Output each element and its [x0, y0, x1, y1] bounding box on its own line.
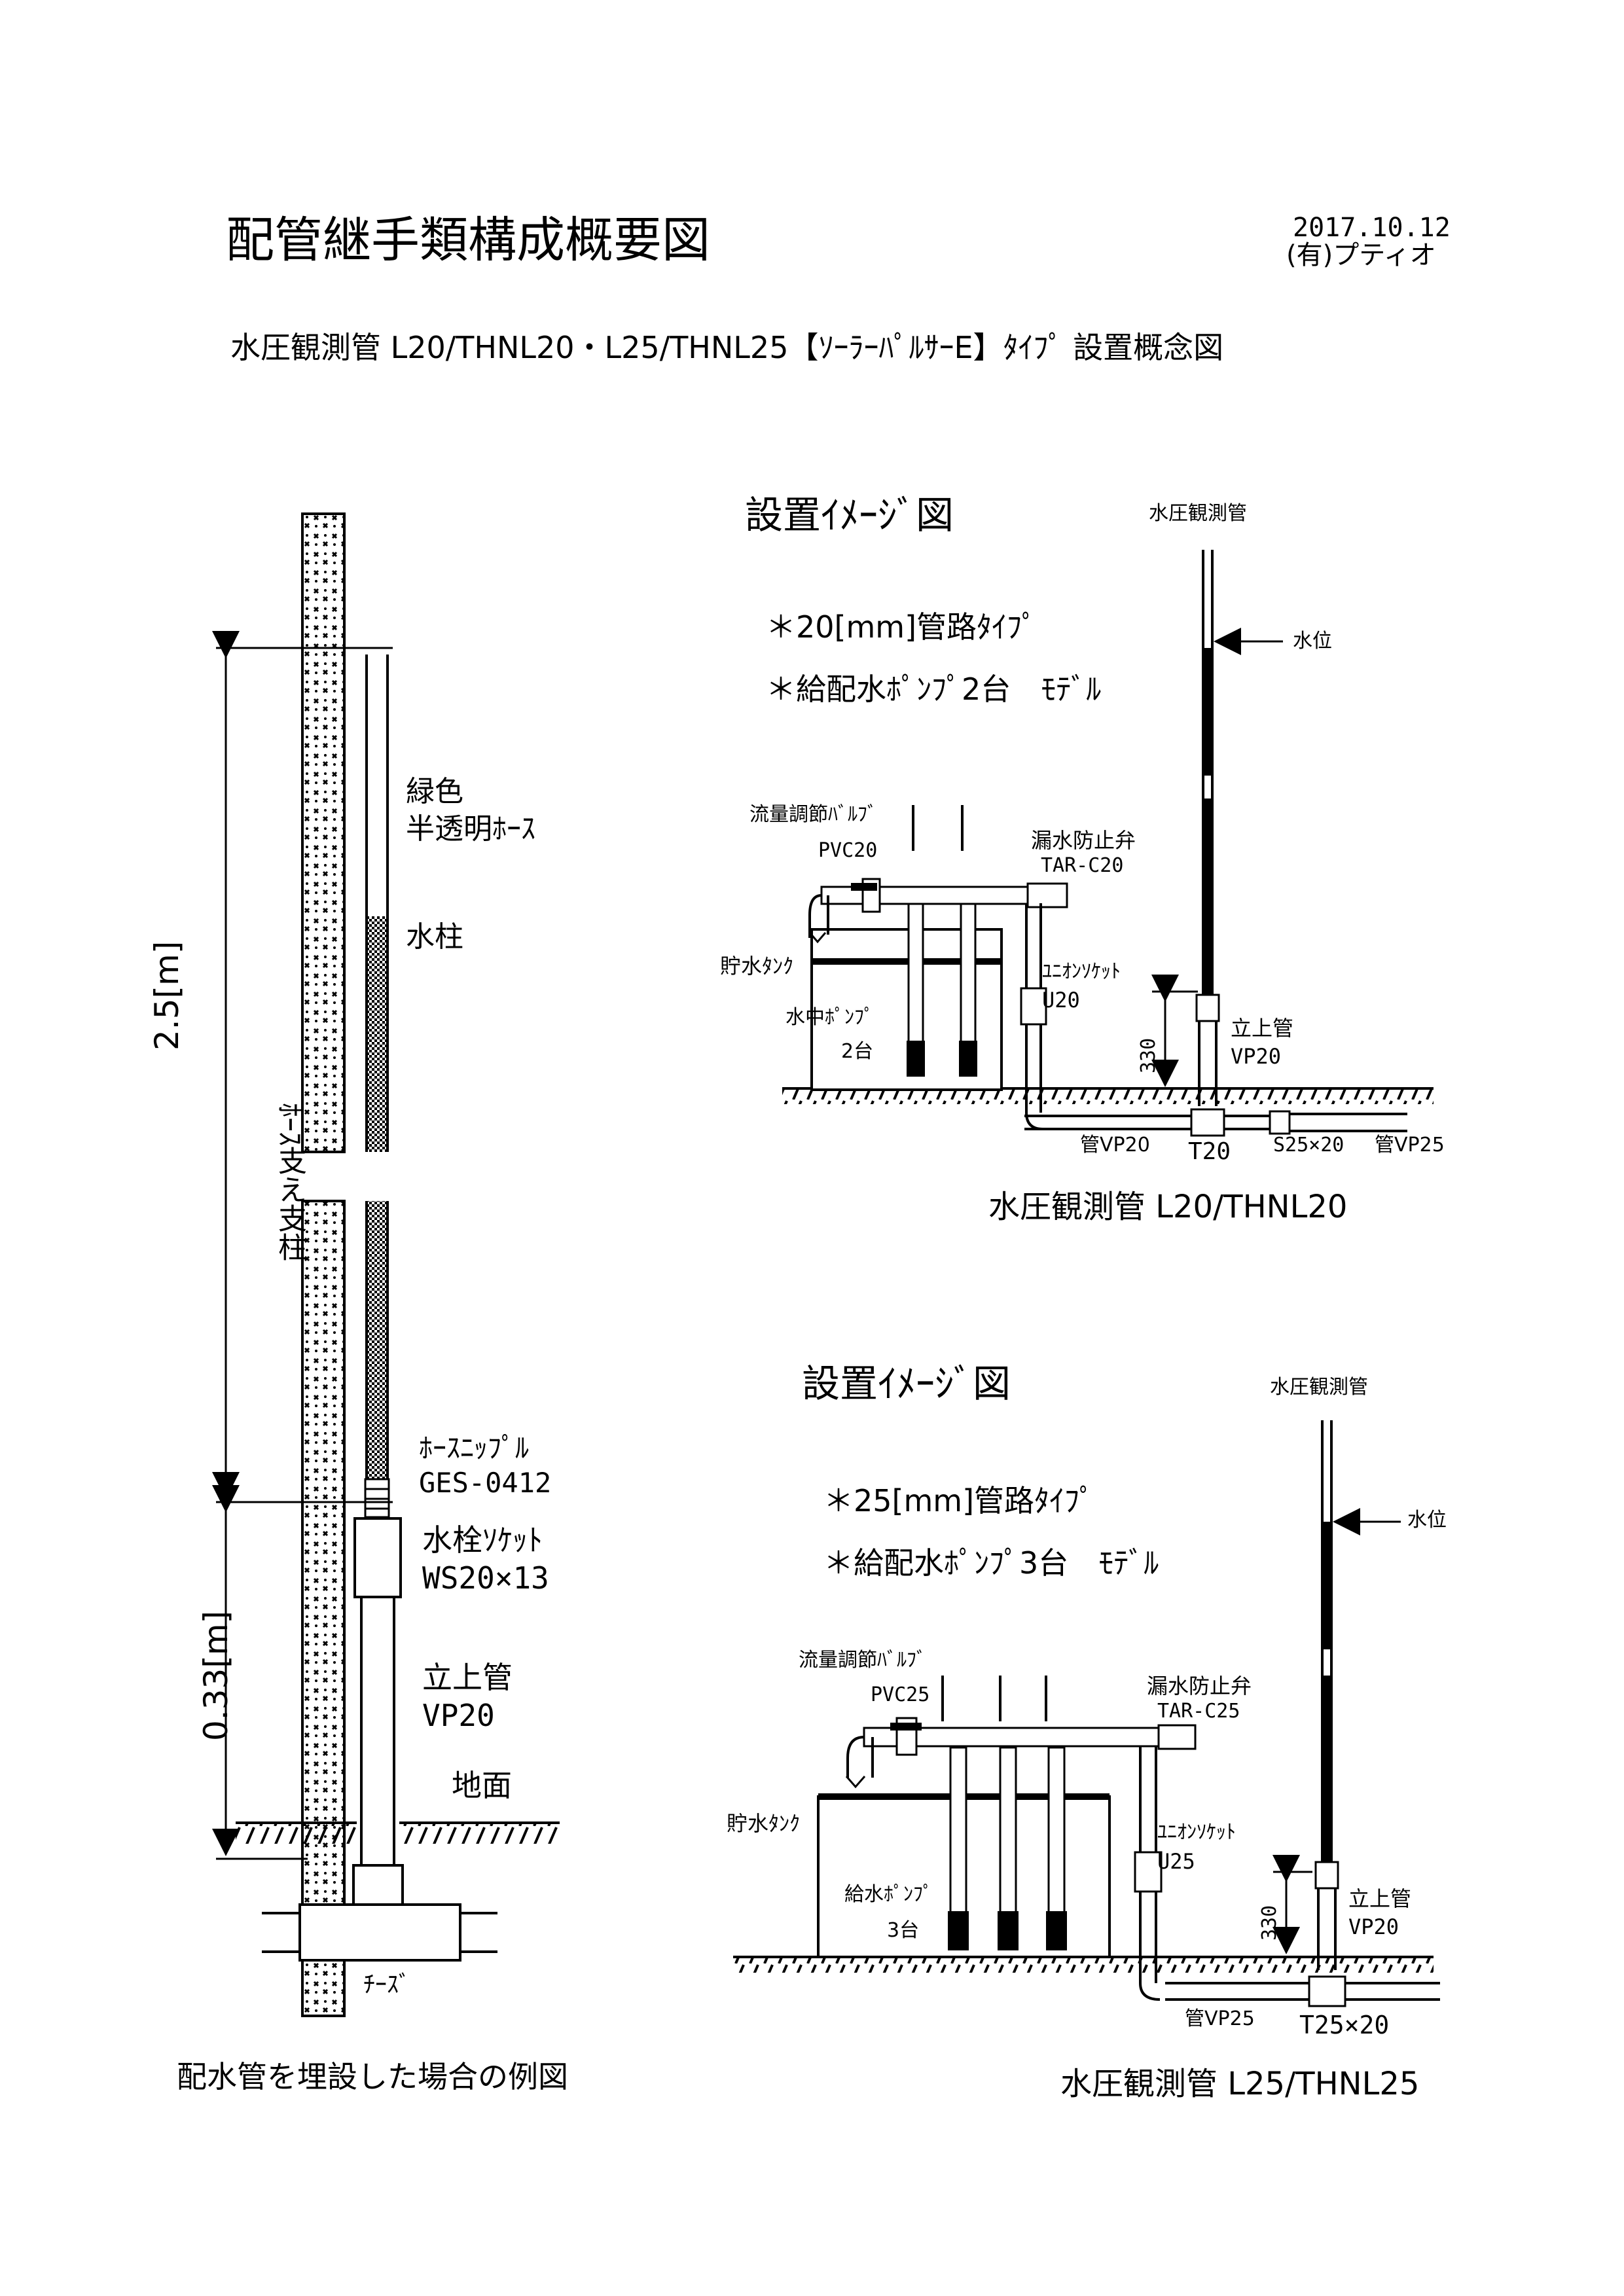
nipple-label-1: ﾎｰｽﾆｯﾌﾟﾙ [419, 1432, 530, 1464]
d25-leak-valve-1: 漏水防止弁 [1147, 1674, 1252, 1698]
d20-note-1: ＊20[mm]管路ﾀｲﾌﾟ [766, 609, 1038, 645]
d20-pump-2: 2台 [841, 1040, 874, 1063]
d25-pvc: PVC25 [871, 1683, 930, 1706]
observe-pipe-water [1203, 798, 1212, 1005]
support-pole-lower [301, 1200, 346, 2017]
pump [999, 1746, 1017, 1926]
d25-flow-valve: 流量調節ﾊﾞﾙﾌﾞ [799, 1649, 926, 1672]
left-diagram [212, 512, 560, 2017]
diagram-25 [733, 1420, 1440, 2007]
pump [960, 901, 977, 1054]
d20-observe-pipe: 水圧観測管 [1149, 502, 1247, 525]
socket-label-2: WS20×13 [422, 1560, 549, 1596]
water-column-fill [368, 916, 386, 1152]
union-socket [1134, 1851, 1163, 1893]
tee-label: ﾁｰｽﾞ [363, 1971, 410, 1998]
ground-label: 地面 [452, 1768, 512, 1803]
d20-riser-2: VP20 [1231, 1044, 1282, 1069]
page-subtitle: 水圧観測管 L20/THNL20・L25/THNL25【ｿｰﾗｰﾊﾟﾙｻｰE】ﾀ… [230, 330, 1224, 365]
page-title: 配管継手類構成概要図 [226, 212, 710, 268]
d25-note-2: ＊給配水ﾎﾟﾝﾌﾟ3台 ﾓﾃﾞﾙ [823, 1545, 1159, 1581]
d20-heading: 設置ｲﾒｰｼﾞ図 [745, 493, 954, 537]
socket-label-1: 水栓ｿｹｯﾄ [422, 1522, 543, 1558]
observe-pipe-water [1203, 648, 1212, 776]
d25-observe-pipe: 水圧観測管 [1270, 1376, 1368, 1399]
d25-water-level: 水位 [1407, 1509, 1447, 1532]
hose-label-2: 半透明ﾎｰｽ [406, 812, 535, 846]
d20-leak-valve-1: 漏水防止弁 [1031, 828, 1136, 853]
pump [949, 1746, 967, 1926]
d20-union-2: U20 [1042, 988, 1080, 1013]
d25-riser-1: 立上管 [1348, 1886, 1412, 1911]
d20-tank: 貯水ﾀﾝｸ [720, 954, 794, 978]
d25-pump-1: 給水ﾎﾟﾝﾌﾟ [844, 1883, 933, 1906]
company: (有)プティオ [1286, 240, 1436, 270]
d25-note-1: ＊25[mm]管路ﾀｲﾌﾟ [823, 1483, 1095, 1518]
d25-heading: 設置ｲﾒｰｼﾞ図 [802, 1361, 1011, 1406]
d25-caption: 水圧観測管 L25/THNL25 [1060, 2066, 1420, 2102]
d20-pipe-a: 管VP20 [1080, 1134, 1150, 1157]
hose-label-1: 緑色 [406, 775, 463, 808]
left-caption: 配水管を埋設した場合の例図 [177, 2059, 568, 2094]
tee-fitting [298, 1903, 461, 1962]
d25-pipe-a: 管VP25 [1185, 2007, 1255, 2030]
observe-pipe-water [1322, 1522, 1331, 1649]
riser-label-2: VP20 [422, 1698, 495, 1733]
observe-pipe-water [1322, 1676, 1331, 1872]
date: 2017.10.12 [1293, 213, 1451, 243]
d20-tee: T20 [1188, 1138, 1231, 1165]
diagram-20 [782, 550, 1434, 1137]
d20-pipe-b: 管VP25 [1375, 1134, 1445, 1157]
d20-note-2: ＊給配水ﾎﾟﾝﾌﾟ2台 ﾓﾃﾞﾙ [766, 672, 1102, 707]
d25-union-2: U25 [1157, 1849, 1195, 1874]
d25-riser-2: VP20 [1348, 1914, 1399, 1939]
water-column-label: 水柱 [406, 920, 463, 954]
nipple-label-2: GES-0412 [419, 1467, 552, 1499]
d20-leak-valve-2: TAR-C20 [1041, 854, 1124, 877]
water-column-fill [368, 1201, 386, 1479]
d25-leak-valve-2: TAR-C25 [1157, 1700, 1240, 1723]
pump [907, 901, 924, 1054]
d25-tee: T25×20 [1299, 2011, 1390, 2039]
d25-union-1: ﾕﾆｵﾝｿｹｯﾄ [1157, 1821, 1236, 1844]
dim-upper-label: 2.5[m] [148, 941, 186, 1050]
d20-riser-1: 立上管 [1231, 1016, 1294, 1041]
d20-socket: S25×20 [1273, 1134, 1344, 1157]
d25-pump-2: 3台 [887, 1919, 920, 1942]
tee-top [352, 1864, 404, 1906]
faucet-socket [353, 1517, 402, 1598]
d25-dim: 330 [1258, 1905, 1281, 1941]
d20-water-level: 水位 [1293, 630, 1332, 653]
d25-tank: 貯水ﾀﾝｸ [727, 1811, 801, 1836]
support-pole-upper [301, 512, 346, 1153]
d20-caption: 水圧観測管 L20/THNL20 [988, 1189, 1348, 1225]
d20-pvc: PVC20 [818, 839, 878, 862]
pump [1047, 1746, 1066, 1926]
d20-dim: 330 [1137, 1037, 1160, 1073]
d20-union-1: ﾕﾆｵﾝｿｹｯﾄ [1042, 960, 1121, 983]
union-socket [1020, 987, 1047, 1026]
dim-lower-label: 0.33[m] [197, 1610, 235, 1741]
support-pole-label: ﾎｰｽ支え支柱 [273, 1103, 306, 1261]
riser-label-1: 立上管 [422, 1660, 513, 1695]
d20-pump-1: 水中ﾎﾟﾝﾌﾟ [785, 1006, 874, 1029]
d20-flow-valve: 流量調節ﾊﾞﾙﾌﾞ [749, 803, 877, 826]
